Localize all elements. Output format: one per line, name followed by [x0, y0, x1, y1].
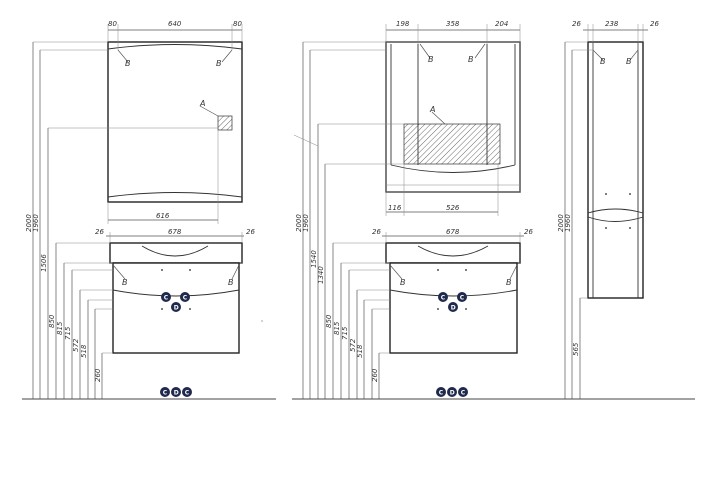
dim-cabinet-inner: 526 — [446, 204, 460, 212]
badge-c — [457, 292, 467, 302]
column-label-b-left: B — [600, 57, 606, 66]
badge-d — [448, 302, 458, 312]
tall-column-assembly: B B 26 238 26 2000 1960 565 — [557, 20, 659, 399]
dim-cabinet-left: 198 — [396, 20, 410, 28]
dim-vanity-side-right: 26 — [246, 228, 255, 236]
svg-text:C: C — [441, 295, 446, 302]
dim-vanity-mid-width: 678 — [446, 228, 460, 236]
dim-h1960-right: 1960 — [564, 214, 572, 232]
mirror-label-a: A — [199, 99, 205, 108]
badge-d — [447, 387, 457, 397]
dim-mirror-inner: 616 — [156, 212, 170, 220]
svg-text:C: C — [460, 295, 465, 302]
column-label-b-right: B — [626, 57, 632, 66]
dim-vanity-width: 678 — [168, 228, 182, 236]
dim-h715-left: 715 — [64, 326, 72, 340]
cabinet-label-a: A — [429, 105, 435, 114]
cabinet-label-b-left: B — [428, 55, 434, 64]
height-dims-left: 2000 1960 1506 850 815 715 572 518 260 — [25, 41, 218, 399]
dim-h850-left: 850 — [48, 314, 56, 328]
dim-vanity-side-left: 26 — [95, 228, 104, 236]
dim-h715-mid: 715 — [341, 326, 349, 340]
badge-c — [180, 292, 190, 302]
dim-h1340: 1340 — [317, 266, 325, 284]
dim-cabinet-right: 204 — [495, 20, 508, 28]
dim-vanity-mid-side-right: 26 — [524, 228, 533, 236]
dim-column-left: 26 — [572, 20, 581, 28]
cabinet-label-b-right: B — [468, 55, 474, 64]
svg-text:C: C — [163, 390, 168, 397]
svg-text:D: D — [174, 305, 179, 312]
svg-text:C: C — [439, 390, 444, 397]
dim-h850-mid: 850 — [325, 314, 333, 328]
badge-c — [161, 292, 171, 302]
dim-mirror-right: 80 — [233, 20, 242, 28]
dim-mirror-width: 640 — [168, 20, 182, 28]
svg-text:C: C — [183, 295, 188, 302]
badge-d — [171, 302, 181, 312]
vanity-label-b-left: B — [122, 278, 128, 287]
dim-h518-mid: 518 — [356, 344, 364, 358]
dim-cabinet-offset: 116 — [388, 204, 402, 212]
svg-text:C: C — [164, 295, 169, 302]
vanity-mid-label-b-left: B — [400, 278, 406, 287]
dim-h815-left: 815 — [56, 321, 64, 335]
dim-h1960-left: 1960 — [32, 214, 40, 232]
dim-h260-left: 260 — [94, 368, 102, 382]
dim-h2000-mid: 2000 — [295, 214, 303, 232]
dim-h2000-right: 2000 — [557, 214, 565, 232]
mirror-label-b-right: B — [216, 59, 222, 68]
dim-vanity-mid-side-left: 26 — [372, 228, 381, 236]
dim-h1506: 1506 — [40, 254, 48, 272]
dim-h1960-mid: 1960 — [302, 214, 310, 232]
dim-h815-mid: 815 — [333, 321, 341, 335]
dim-h572-left: 572 — [72, 338, 80, 352]
badge-c — [458, 387, 468, 397]
dim-h518-left: 518 — [80, 344, 88, 358]
mirror-cabinet-assembly: A B B 198 358 204 116 526 — [385, 20, 521, 216]
dim-cabinet-mid: 358 — [446, 20, 460, 28]
svg-text:C: C — [185, 390, 190, 397]
badge-c — [438, 292, 448, 302]
vanity-assembly-middle: B B C C D 26 678 26 C D C — [372, 228, 533, 397]
vanity-label-b-right: B — [228, 278, 234, 287]
svg-text:D: D — [174, 390, 179, 397]
vanity-assembly-left: B B C C D 26 678 26 C D C — [95, 228, 255, 397]
badge-c — [436, 387, 446, 397]
dim-h2000-left: 2000 — [25, 214, 33, 232]
dim-column-right: 26 — [650, 20, 659, 28]
svg-text:C: C — [461, 390, 466, 397]
vanity-mid-label-b-right: B — [506, 278, 512, 287]
height-dims-middle: 2000 1960 1540 1340 850 815 715 572 518 … — [293, 41, 404, 399]
svg-text:D: D — [450, 390, 455, 397]
badge-c — [182, 387, 192, 397]
badge-d — [171, 387, 181, 397]
dim-h572-mid: 572 — [349, 338, 357, 352]
badge-c — [160, 387, 170, 397]
mirror-assembly: B B A 80 640 80 616 — [107, 20, 243, 224]
mirror-label-b-left: B — [125, 59, 131, 68]
dim-h260-mid: 260 — [371, 368, 379, 382]
dim-column-width: 238 — [605, 20, 619, 28]
dim-h565: 565 — [572, 342, 580, 356]
svg-text:D: D — [451, 305, 456, 312]
dim-h1540: 1540 — [310, 250, 318, 268]
dim-mirror-left: 80 — [108, 20, 117, 28]
